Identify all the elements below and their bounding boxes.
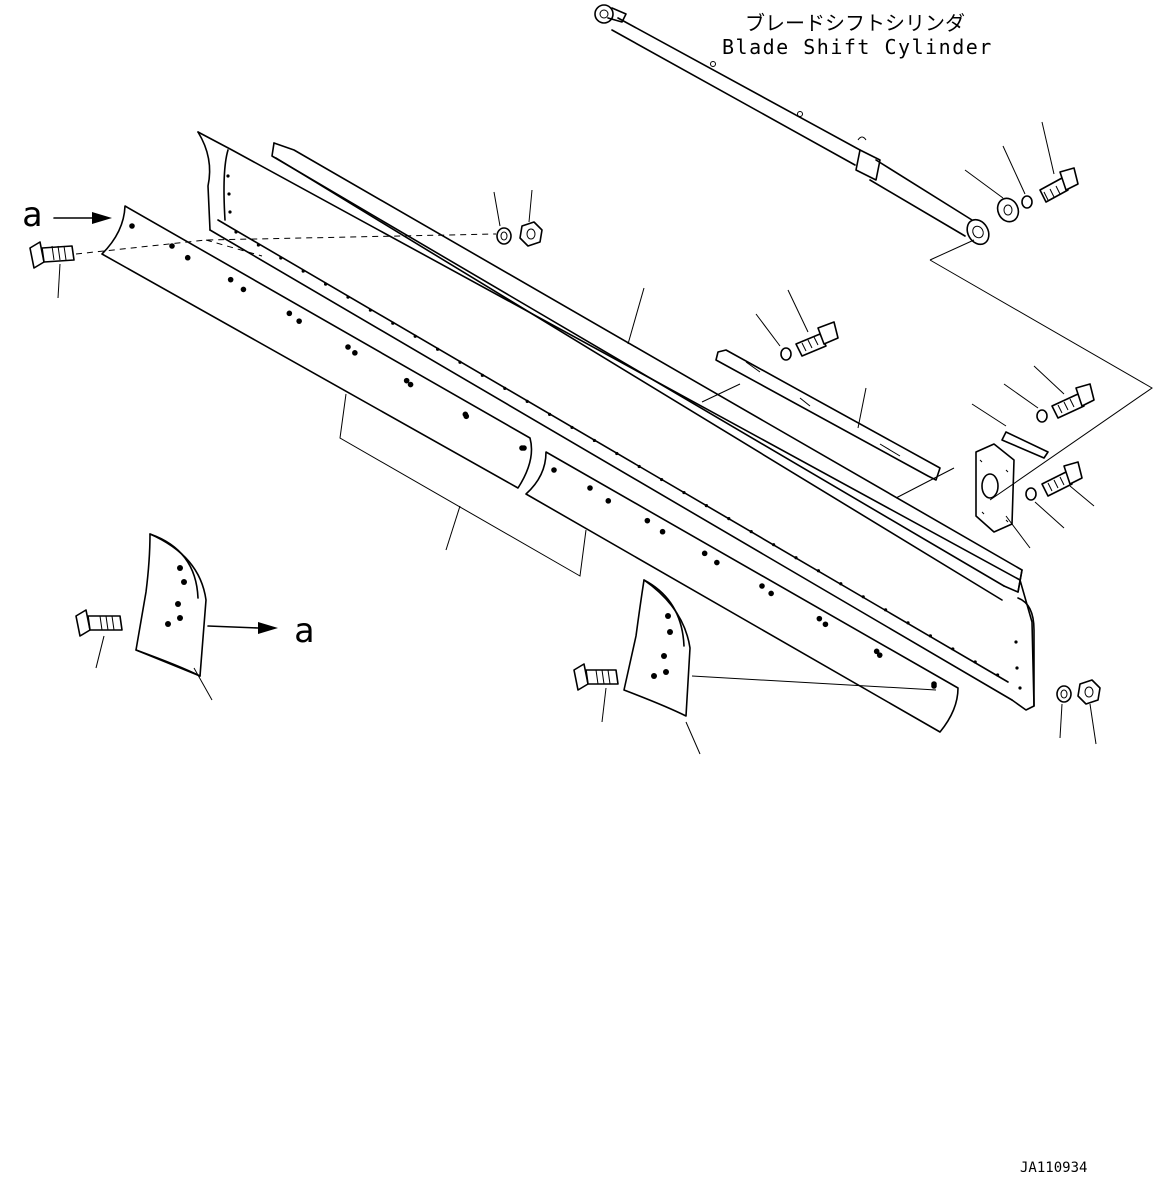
upper-hole: [637, 464, 641, 469]
cutting-edge-left: [101, 205, 533, 489]
mounting-bracket: [971, 403, 1049, 549]
edge-hole: [701, 550, 708, 557]
upper-hole: [391, 321, 395, 325]
upper-hole: [660, 477, 664, 482]
view-marker-right: a: [207, 611, 314, 651]
upper-hole: [861, 595, 865, 599]
lower-right-nut-washer: [1056, 679, 1101, 745]
upper-hole: [951, 647, 955, 651]
upper-hole: [234, 230, 238, 234]
upper-hole: [996, 673, 1000, 677]
upper-hole: [279, 256, 283, 260]
upper-hole: [436, 347, 440, 351]
upper-hole: [682, 490, 686, 495]
edge-hole: [345, 344, 351, 350]
edge-hole: [873, 648, 880, 655]
left-end-bolt: [29, 241, 75, 299]
upper-hole: [256, 243, 260, 247]
upper-hole: [324, 282, 328, 286]
upper-hole: [480, 373, 484, 377]
upper-hole: [1018, 686, 1022, 690]
edge-hole: [169, 243, 175, 249]
hidden-lines: [75, 233, 1153, 691]
edge-hole: [759, 583, 765, 589]
blade-shift-cylinder: [594, 4, 990, 246]
upper-hole: [928, 634, 933, 638]
edge-hole: [184, 254, 191, 261]
edge-hole: [407, 381, 414, 388]
cylinder-title-en: Blade Shift Cylinder: [722, 35, 993, 59]
upper-hole: [794, 556, 798, 560]
upper-hole: [503, 386, 507, 390]
upper-hole: [346, 295, 350, 299]
upper-hole: [884, 608, 888, 612]
upper-hole: [301, 269, 305, 273]
upper-hole: [816, 569, 821, 573]
upper-hole: [615, 451, 619, 456]
view-marker-left-text: a: [22, 195, 42, 235]
upper-hole: [839, 582, 843, 586]
edge-hole: [644, 517, 651, 524]
blade-body: [197, 131, 1035, 711]
edge-hole: [352, 350, 358, 356]
upper-hole: [973, 660, 977, 664]
upper-hole: [749, 530, 753, 534]
cutting-edge-right: [525, 451, 959, 733]
upper-hole: [772, 543, 776, 547]
edge-hole: [286, 310, 293, 317]
upper-hole: [548, 412, 552, 416]
edge-hole: [240, 286, 247, 293]
drawing-number: JA110934: [1020, 1160, 1087, 1176]
top-left-nut-washer: [493, 189, 543, 247]
blade-leaders: [339, 287, 645, 577]
edge-hole: [605, 498, 612, 504]
upper-hole: [727, 517, 731, 521]
view-marker-right-text: a: [294, 611, 314, 651]
edge-hole: [551, 467, 557, 473]
side-strip-bolt: [755, 289, 839, 361]
edge-hole: [296, 318, 302, 324]
edge-hole: [659, 528, 666, 535]
edge-hole: [403, 377, 410, 384]
cutting-edge-holes: [129, 223, 937, 689]
view-marker-left: a: [22, 195, 112, 235]
edge-hole: [876, 652, 883, 658]
upper-hole: [525, 399, 529, 403]
edge-hole: [822, 621, 829, 628]
upper-hole: [413, 334, 417, 338]
side-strip: [715, 349, 941, 481]
edge-hole: [521, 445, 527, 451]
edge-hole: [931, 681, 937, 687]
cylinder-fasteners: [964, 121, 1079, 223]
edge-hole: [816, 615, 823, 622]
end-bit-left-bolt: [75, 609, 123, 669]
edge-hole: [587, 485, 593, 491]
upper-hole: [906, 621, 910, 625]
cylinder-title-jp: ブレードシフトシリンダ: [745, 11, 965, 35]
upper-hole: [368, 308, 372, 312]
bracket-bolts: [1003, 365, 1095, 529]
upper-hole: [592, 438, 597, 443]
end-bit-right-bolt: [573, 663, 619, 723]
upper-hole: [570, 425, 574, 430]
edge-hole: [129, 223, 135, 229]
upper-bolt-holes: [234, 230, 1022, 690]
edge-hole: [714, 559, 720, 566]
upper-hole: [458, 360, 462, 364]
edge-hole: [768, 590, 774, 597]
end-bit-left: [135, 533, 213, 701]
edge-hole: [227, 276, 234, 283]
end-bit-right: [623, 579, 701, 755]
upper-hole: [704, 504, 709, 508]
edge-hole: [462, 411, 469, 418]
